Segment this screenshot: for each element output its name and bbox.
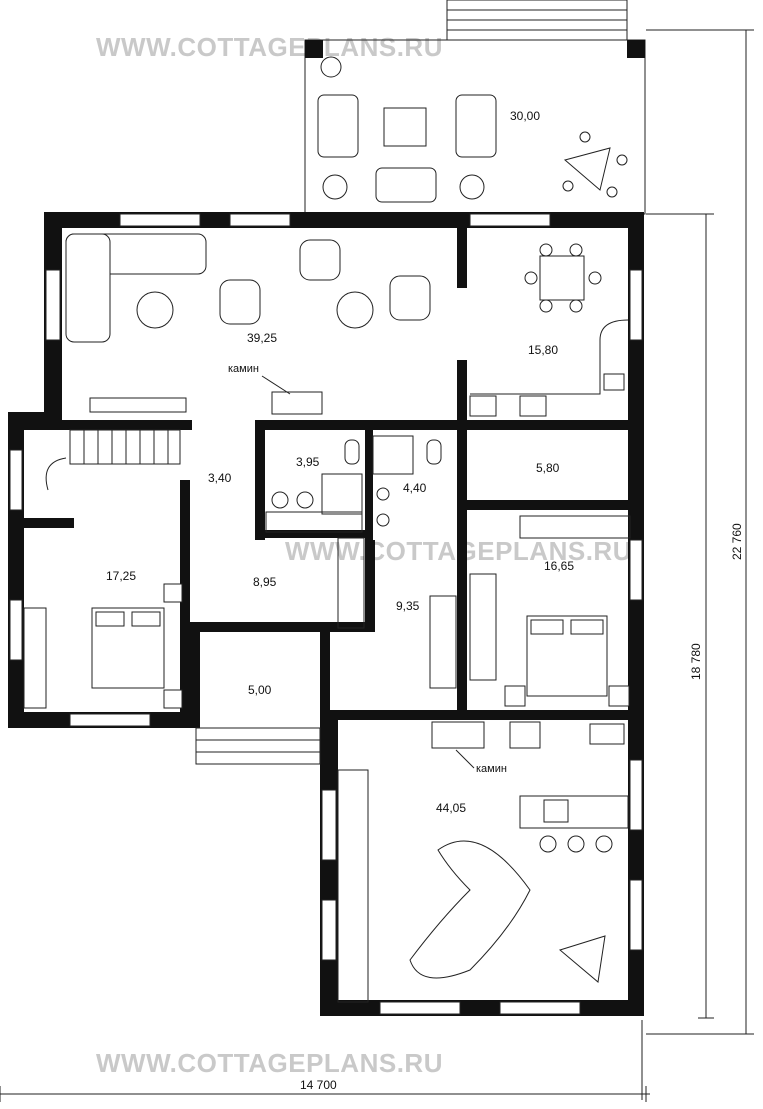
room-area-vestibule: 5,00: [248, 683, 272, 697]
watermark-top: WWW.COTTAGEPLANS.RU: [96, 32, 443, 62]
fireplace-label-bottom: камин: [476, 763, 507, 775]
stair-left: [45, 429, 181, 491]
dimension-height-main: 18 780: [689, 643, 703, 680]
living-furniture: [65, 233, 431, 415]
room-area-kitchen: 15,80: [528, 343, 558, 357]
room-area-bedroom-left: 17,25: [106, 569, 136, 583]
closets: [265, 511, 497, 689]
room-area-bedroom-right: 16,65: [544, 559, 574, 573]
fireplace-notes: камин камин: [228, 363, 507, 775]
room-area-great-room: 44,05: [436, 801, 466, 815]
room-area-bath-1: 3,95: [296, 455, 320, 469]
watermark-bottom: WWW.COTTAGEPLANS.RU: [96, 1048, 443, 1078]
room-area-bath-2: 4,40: [403, 481, 427, 495]
windows: [9, 213, 643, 1015]
interior-walls: [24, 228, 631, 728]
room-area-hall-stair: 3,40: [208, 471, 232, 485]
terrace: [304, 0, 646, 215]
kitchen-furniture: [469, 243, 629, 417]
room-area-living: 39,25: [247, 331, 277, 345]
room-area-dressing: 9,35: [396, 599, 420, 613]
dimension-width: 14 700: [300, 1078, 337, 1092]
dimension-height-total: 22 760: [730, 523, 744, 560]
great-room-furniture: [337, 721, 629, 1003]
fireplace-label-top: камин: [228, 363, 259, 375]
dimension-lines: 14 700 18 780 22 760: [0, 29, 754, 1102]
room-area-corridor: 8,95: [253, 575, 277, 589]
entrance-steps: [195, 727, 321, 765]
bath-fixtures: [271, 435, 442, 527]
room-labels: 30,00 39,25 15,80 3,40 3,95 4,40 5,80 17…: [106, 109, 574, 815]
left-bedroom-furniture: [23, 583, 183, 709]
right-bedroom-furniture: [504, 515, 631, 707]
room-area-terrace: 30,00: [510, 109, 540, 123]
room-area-boiler: 5,80: [536, 461, 560, 475]
